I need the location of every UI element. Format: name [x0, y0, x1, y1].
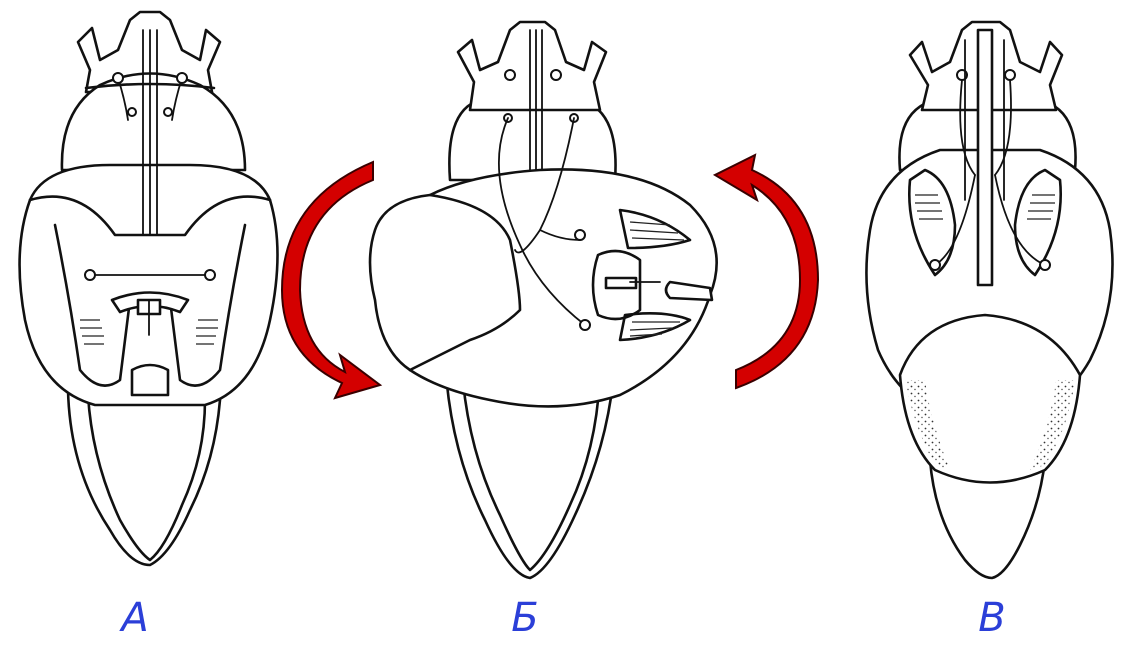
right-rotation-arrow [715, 155, 818, 388]
left-rotation-arrow [282, 162, 380, 398]
panel-label-c: В [962, 594, 1022, 642]
panel-b-drawing [370, 22, 717, 578]
panel-a-drawing [20, 12, 278, 565]
panel-c-drawing [866, 22, 1112, 578]
panel-label-b: Б [495, 594, 555, 642]
panel-label-a: А [105, 594, 165, 642]
